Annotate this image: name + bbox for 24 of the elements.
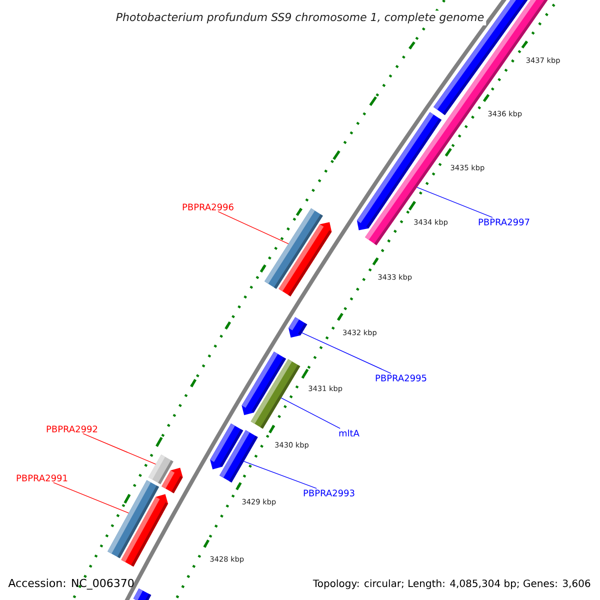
gene-label: PBPRA2992 [46,426,98,432]
leader-line [302,332,392,374]
gene-label: PBPRA2997 [478,218,530,226]
pointed-gene-block [288,317,308,338]
pointed-gene-block [162,468,183,494]
gene-label: PBPRA2995 [376,374,426,382]
leader-line [53,482,130,514]
leader-line [243,461,317,489]
pointed-gene-block [278,222,332,296]
footer-text: Topology: circular; Length: 4,085,304 bp; Genes: 3,606 [312,579,590,590]
gene-block [133,588,152,600]
title: Photobacterium profundum SS9 chromosome 1, complete genome [114,10,486,26]
gene-label: mltA [339,430,360,436]
leader-line [280,398,340,429]
gene-label: PBPRA2991 [16,474,68,482]
footer-text: Accession: NC_006370 [8,578,134,590]
gene-label: PBPRA2993 [304,490,354,496]
gene-label: PBPRA2996 [182,204,234,210]
leader-line [82,433,156,465]
pointed-gene-block [121,494,168,567]
gene-block [250,359,300,429]
leader-line [218,211,289,244]
gene-block [219,430,258,483]
leader-line [416,186,493,218]
